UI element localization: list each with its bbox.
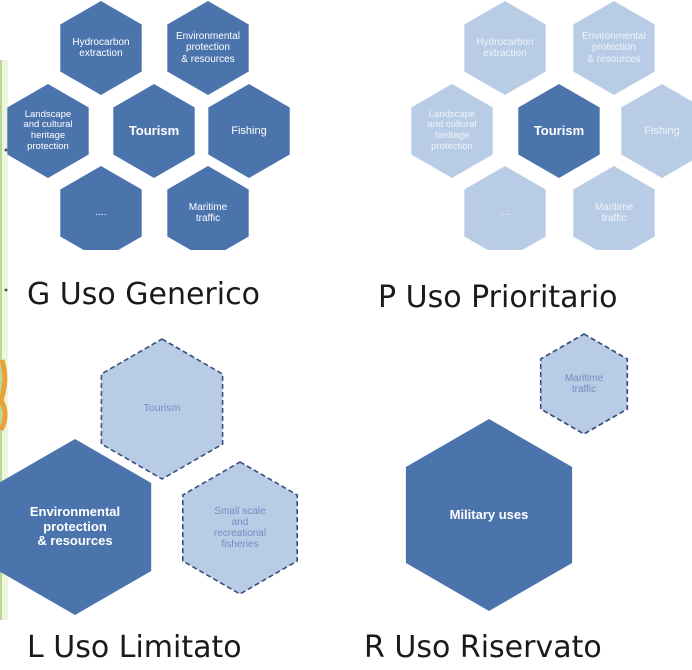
- hexagon-label-fishing: Fishing: [644, 124, 680, 137]
- hexagon-label-fishing: Fishing: [231, 124, 267, 137]
- hexagon-hydrocarbon-extraction: [60, 1, 142, 95]
- hexagon-label-tourism: Tourism: [128, 122, 180, 138]
- hexagon-label-maritime-traffic: Maritime traffic: [564, 372, 604, 395]
- hex-grid-limited: [0, 338, 299, 615]
- caption-reserved: R Uso Riservato: [364, 630, 602, 665]
- hexagon-fishing: [621, 84, 692, 178]
- hexagon-maritime-traffic: [539, 333, 629, 435]
- hexagon-label-ellipsis: ....: [499, 207, 511, 219]
- hexagon-label-hydrocarbon-extraction: Hydrocarbon extraction: [476, 36, 534, 59]
- hex-grid-reserved: [405, 333, 629, 611]
- hexagon-label-small-scale-and-recreational-fisheries: Small scale and recreational fisheries: [213, 505, 267, 551]
- hexagon-ellipsis: [60, 166, 142, 250]
- caption-limited: L Uso Limitato: [27, 630, 242, 665]
- hexagon-environmental-protection-resources: [573, 1, 655, 95]
- hexagon-hydrocarbon-extraction: [464, 1, 546, 95]
- panel-priority: P Uso Prioritario Hydrocarbon extraction…: [346, 0, 692, 330]
- hexagon-label-hydrocarbon-extraction: Hydrocarbon extraction: [72, 36, 130, 59]
- hexagon-label-environmental-protection-resources: Environmental protection & resources: [176, 31, 240, 65]
- hexagon-maritime-traffic: [167, 166, 249, 250]
- hexagon-label-environmental-protection-resources: Environmental protection & resources: [582, 31, 646, 65]
- hexagon-label-environmental-protection-resources: Environmental protection & resources: [29, 504, 121, 549]
- hexagon-label-maritime-traffic: Maritime traffic: [594, 201, 634, 224]
- hexagon-label-landscape-and-cultural-heritage-protection: Landscape and cultural heritage protecti…: [23, 108, 73, 152]
- hexagon-label-tourism: Tourism: [143, 402, 181, 415]
- hexagon-tourism: [113, 84, 195, 178]
- hex-grid-generic: [7, 1, 290, 250]
- hexagon-label-maritime-traffic: Maritime traffic: [188, 201, 228, 224]
- hexagon-military-uses: [405, 419, 573, 611]
- hexagon-ellipsis: [464, 166, 546, 250]
- hexagon-label-landscape-and-cultural-heritage-protection: Landscape and cultural heritage protecti…: [427, 108, 477, 152]
- hexagon-maritime-traffic: [573, 166, 655, 250]
- hex-grid-priority: [411, 1, 692, 250]
- hexagon-small-scale-and-recreational-fisheries: [182, 461, 299, 595]
- hexagon-label-ellipsis: ....: [95, 207, 107, 219]
- hexagon-landscape-and-cultural-heritage-protection: [411, 84, 493, 178]
- hexagon-environmental-protection-resources: [0, 439, 152, 615]
- hexagon-label-tourism: Tourism: [533, 122, 585, 138]
- hexagon-tourism: [518, 84, 600, 178]
- caption-priority: P Uso Prioritario: [378, 280, 618, 315]
- hexagon-label-military-uses: Military uses: [449, 506, 529, 522]
- hexagon-tourism: [100, 338, 224, 480]
- hexagon-fishing: [208, 84, 290, 178]
- hexagon-landscape-and-cultural-heritage-protection: [7, 84, 89, 178]
- caption-generic: G Uso Generico: [27, 277, 260, 312]
- panel-generic: G Uso Generico Hydrocarbon extraction Env…: [0, 0, 346, 330]
- hexagon-environmental-protection-resources: [167, 1, 249, 95]
